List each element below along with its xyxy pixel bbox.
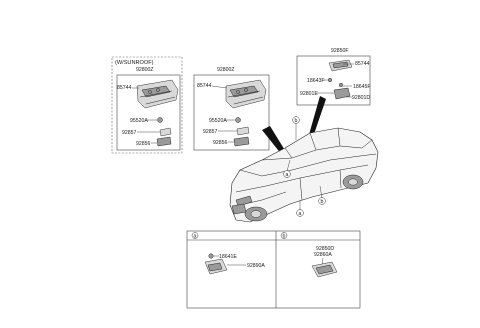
standard-assembly-label: 92800Z xyxy=(217,67,235,73)
room-lamp-bulb-left xyxy=(327,77,333,83)
vehicle-callout-4-label: b xyxy=(321,199,324,205)
detail-panels-frame xyxy=(186,230,361,309)
sunroof-part-85744: 85744 xyxy=(117,85,132,91)
sunroof-part-95520A: 95520A xyxy=(130,118,148,124)
detail-b-part-92860A: 92860A xyxy=(314,252,332,258)
room-lamp-lens xyxy=(333,87,351,100)
sunroof-group-header: (W/SUNROOF) xyxy=(115,60,154,66)
room-lamp-assembly-box xyxy=(296,55,371,106)
standard-part-92857: 92857 xyxy=(203,129,218,135)
room-lamp-part-92801E: 92801E xyxy=(300,91,318,97)
sunroof-bulb-icon xyxy=(157,117,163,123)
detail-a-part-18641E: 18641E xyxy=(219,254,237,260)
standard-overhead-console xyxy=(225,79,267,109)
room-lamp-assembly-label: 92850F xyxy=(331,48,349,54)
sunroof-assembly-label: 92800Z xyxy=(136,67,154,73)
room-lamp-group: 92850F 85744 18643F 18645F 92801E 92801D xyxy=(296,48,371,106)
detail-b-label: b xyxy=(283,234,286,240)
standard-bulb-icon xyxy=(235,117,241,123)
sunroof-lens-upper xyxy=(159,127,172,137)
vehicle-callout-3: a xyxy=(296,200,304,217)
room-lamp-part-18645F: 18645F xyxy=(353,84,371,90)
detail-a-part-92890A: 92890A xyxy=(247,263,265,269)
room-lamp-part-85744: 85744 xyxy=(355,61,370,67)
vehicle-callout-2: b xyxy=(292,116,300,140)
standard-lens-lower xyxy=(233,136,250,147)
vehicle-illustration xyxy=(229,127,379,223)
sunroof-assembly-box xyxy=(116,74,181,151)
sunroof-part-92857: 92857 xyxy=(122,130,137,136)
detail-a-bulb xyxy=(208,253,214,259)
vehicle-callout-1: a xyxy=(283,159,291,178)
sunroof-overhead-console xyxy=(136,79,179,109)
room-lamp-part-18643F: 18643F xyxy=(307,78,325,84)
room-lamp-bulb-right xyxy=(338,82,344,88)
standard-part-95520A: 95520A xyxy=(209,118,227,124)
sunroof-part-92856: 92856 xyxy=(136,141,151,147)
front-grille xyxy=(231,203,247,215)
room-lamp-housing xyxy=(328,59,353,72)
standard-part-85744: 85744 xyxy=(197,83,212,89)
detail-a: a 18641E 92890A xyxy=(191,232,265,275)
sunroof-group: (W/SUNROOF) 92800Z 85744 95520A 92857 92… xyxy=(111,56,183,154)
vehicle-callout-3-label: a xyxy=(299,211,302,217)
detail-a-label: a xyxy=(194,234,197,240)
detail-b: b 92850D 92860A xyxy=(280,232,338,278)
detail-b-part-92850D: 92850D xyxy=(316,246,334,252)
pointer-arrow-standard xyxy=(262,126,286,155)
standard-lens-upper xyxy=(236,126,250,136)
sunroof-lens-lower xyxy=(156,136,172,147)
sunroof-group-frame xyxy=(111,56,183,154)
pointer-arrow-room-lamp xyxy=(308,96,326,140)
vehicle-callout-1-label: a xyxy=(286,172,289,178)
headlamp xyxy=(235,195,253,207)
vehicle-callout-4: b xyxy=(318,185,326,205)
room-lamp-part-92801D: 92801D xyxy=(352,95,370,101)
vehicle-callout-2-label: b xyxy=(295,118,298,124)
standard-assembly-box xyxy=(193,74,270,151)
standard-part-92856: 92856 xyxy=(213,140,228,146)
standard-group: 92800Z 85744 95520A 92857 92856 xyxy=(193,67,270,151)
